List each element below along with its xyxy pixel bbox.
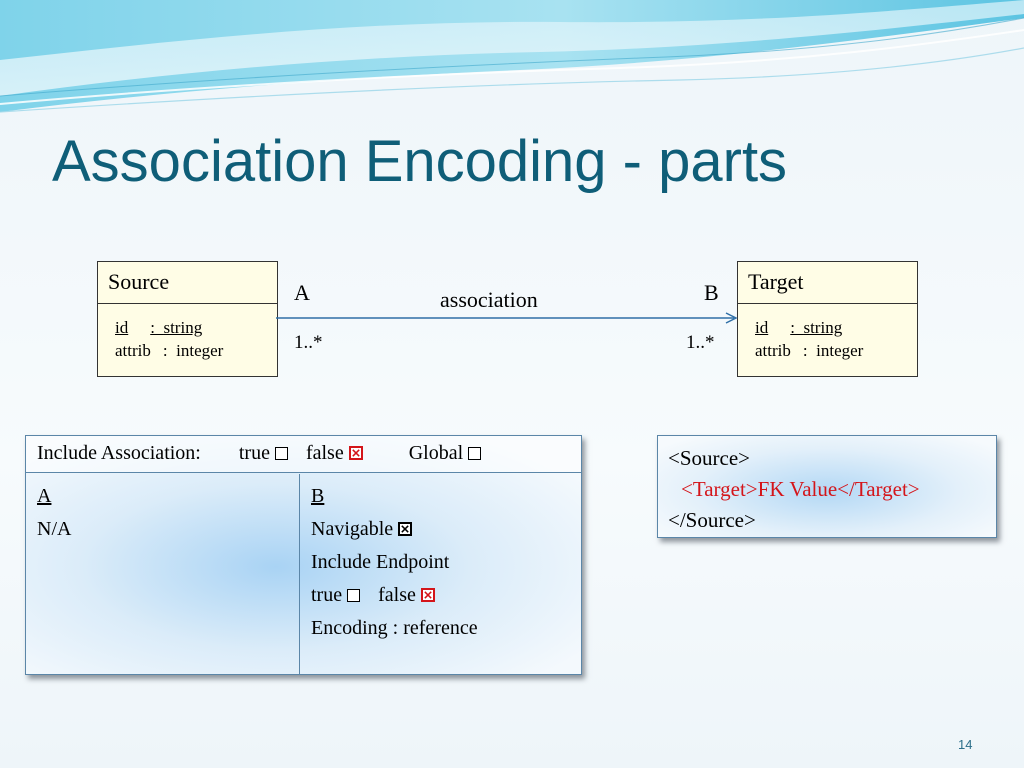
- source-attr-attrib: attrib: integer: [115, 341, 224, 360]
- end-a-value: N/A: [37, 518, 72, 540]
- include-true-label: true: [238, 442, 270, 464]
- source-attr-id: id: string: [115, 318, 203, 337]
- slide-title: Association Encoding - parts: [52, 129, 788, 194]
- target-class-name: Target: [738, 262, 917, 304]
- navigable-row: Navigable: [311, 513, 581, 546]
- page-number: 14: [958, 737, 973, 752]
- end-a-heading: A: [37, 485, 52, 507]
- association-end-b-multiplicity: 1..*: [686, 332, 715, 353]
- end-b-column: B Navigable Include Endpoint true false …: [299, 474, 581, 674]
- include-association-label: Include Association:: [37, 442, 201, 464]
- endpoint-false-checkbox-checked[interactable]: [420, 588, 435, 602]
- target-class-attributes: id: string attrib: integer: [738, 304, 917, 362]
- association-label: association: [440, 287, 538, 312]
- xml-example-panel: <Source> <Target>FK Value</Target> </Sou…: [657, 435, 997, 538]
- global-label: Global: [408, 442, 464, 464]
- include-true-checkbox[interactable]: [274, 447, 288, 460]
- end-b-heading: B: [311, 485, 325, 507]
- xml-line-source-open: <Source>: [668, 446, 751, 470]
- include-endpoint-label: Include Endpoint: [311, 551, 450, 573]
- end-a-column: A N/A: [26, 474, 299, 674]
- navigable-label: Navigable: [311, 518, 394, 540]
- source-class-attributes: id: string attrib: integer: [98, 304, 277, 362]
- source-class-name: Source: [98, 262, 277, 304]
- include-association-header: Include Association: true false Global: [26, 436, 581, 473]
- encoding-label: Encoding : reference: [311, 617, 478, 639]
- target-attr-attrib: attrib: integer: [755, 341, 864, 360]
- xml-line-target: <Target>FK Value</Target>: [681, 477, 920, 501]
- target-class-box: Target id: string attrib: integer: [737, 261, 918, 377]
- association-end-b-role: B: [704, 280, 719, 305]
- association-arrow: [276, 312, 738, 324]
- endpoint-true-checkbox[interactable]: [347, 589, 361, 602]
- endpoint-false-label: false: [378, 584, 416, 606]
- include-endpoint-row: true false: [311, 579, 581, 612]
- navigable-checkbox-checked[interactable]: [398, 522, 413, 536]
- target-attr-id: id: string: [755, 318, 843, 337]
- xml-line-source-close: </Source>: [668, 508, 756, 532]
- endpoint-true-label: true: [311, 584, 343, 606]
- association-end-a-multiplicity: 1..*: [294, 332, 323, 353]
- include-false-checkbox-checked[interactable]: [348, 446, 363, 460]
- source-class-box: Source id: string attrib: integer: [97, 261, 278, 377]
- include-false-label: false: [305, 442, 344, 464]
- association-end-a-role: A: [294, 280, 310, 305]
- association-settings-panel: Include Association: true false Global A…: [25, 435, 582, 675]
- header-wave-decoration: [0, 0, 1024, 113]
- global-checkbox[interactable]: [468, 447, 482, 460]
